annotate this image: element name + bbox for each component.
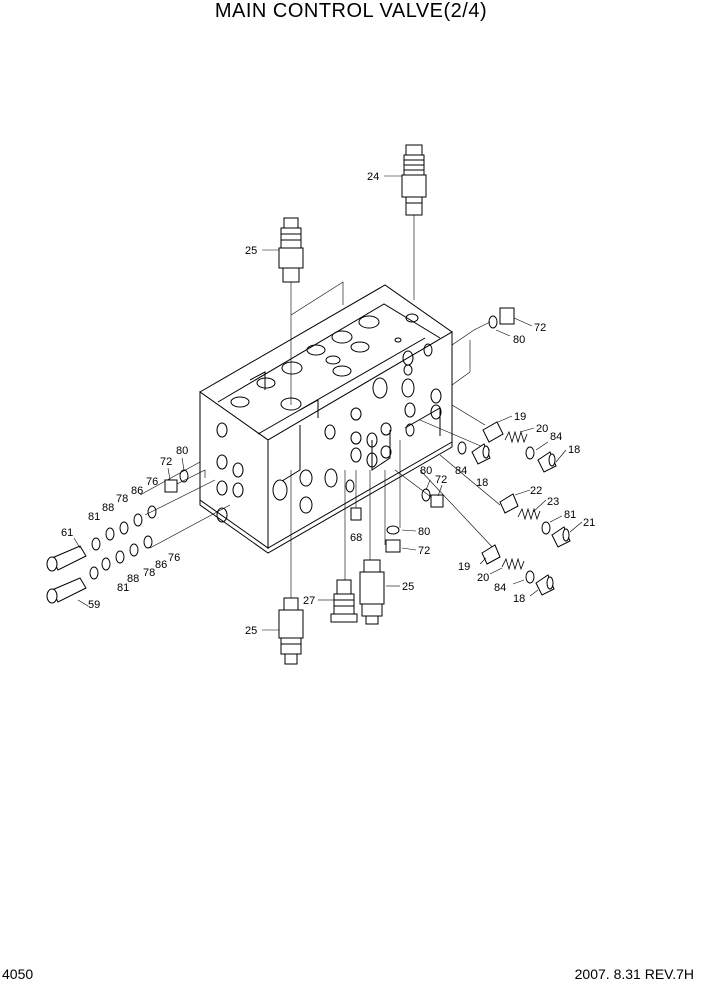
callout-84: 84 (494, 582, 506, 594)
part-25-relief-valve-lower-left (278, 597, 304, 665)
callout-20: 20 (536, 423, 548, 435)
callout-19: 19 (514, 411, 526, 423)
callout-59: 59 (88, 599, 100, 611)
callout-18: 18 (476, 477, 488, 489)
page-title: MAIN CONTROL VALVE(2/4) (214, 0, 488, 22)
callout-25-upper: 25 (245, 245, 257, 257)
callout-72: 72 (435, 474, 447, 486)
page-number: 4050 (2, 966, 34, 982)
part-27-valve (330, 579, 358, 623)
callout-81: 81 (564, 509, 576, 521)
callout-78: 78 (116, 493, 128, 505)
callout-88: 88 (102, 502, 114, 514)
callout-72: 72 (418, 545, 430, 557)
callout-25-lower-right: 25 (402, 581, 414, 593)
callout-81: 81 (117, 582, 129, 594)
part-61-59-bolts (46, 545, 87, 604)
callout-22: 22 (530, 485, 542, 497)
callout-25-lower-left: 25 (245, 625, 257, 637)
part-25-relief-valve-lower-right (359, 559, 385, 625)
callout-84: 84 (455, 465, 467, 477)
part-19-22-poppets (481, 421, 519, 565)
callout-18: 18 (513, 593, 525, 605)
callout-84: 84 (550, 431, 562, 443)
part-72-plugs (164, 307, 515, 553)
callout-24: 24 (367, 171, 379, 183)
revision-date: 2007. 8.31 REV.7H (574, 966, 694, 982)
part-25-relief-valve-upper (278, 217, 304, 283)
callout-80: 80 (420, 465, 432, 477)
callout-61: 61 (61, 527, 73, 539)
callout-86: 86 (131, 485, 143, 497)
callout-88: 88 (127, 573, 139, 585)
callout-86: 86 (155, 559, 167, 571)
part-18-21-plugs (471, 443, 571, 596)
callout-78: 78 (143, 567, 155, 579)
callout-80: 80 (513, 334, 525, 346)
callout-68: 68 (350, 532, 362, 544)
callout-76: 76 (168, 552, 180, 564)
part-24-relief-valve (401, 144, 427, 216)
callout-labels: 24 25 72 80 19 20 84 18 84 18 80 72 22 2… (61, 171, 595, 637)
part-68-plug (350, 507, 362, 521)
callout-81: 81 (88, 511, 100, 523)
callout-72: 72 (160, 456, 172, 468)
callout-80: 80 (176, 445, 188, 457)
callout-20: 20 (477, 572, 489, 584)
callout-27: 27 (303, 595, 315, 607)
callout-19: 19 (458, 561, 470, 573)
callout-80: 80 (418, 526, 430, 538)
o-rings (89, 315, 551, 584)
callout-leaders (73, 175, 583, 631)
callout-23: 23 (547, 496, 559, 508)
callout-72: 72 (534, 322, 546, 334)
leader-lines (139, 215, 501, 598)
callout-18: 18 (568, 444, 580, 456)
callout-21: 21 (583, 517, 595, 529)
callout-76: 76 (146, 476, 158, 488)
part-20-23-springs (501, 430, 541, 571)
valve-body (199, 284, 453, 554)
